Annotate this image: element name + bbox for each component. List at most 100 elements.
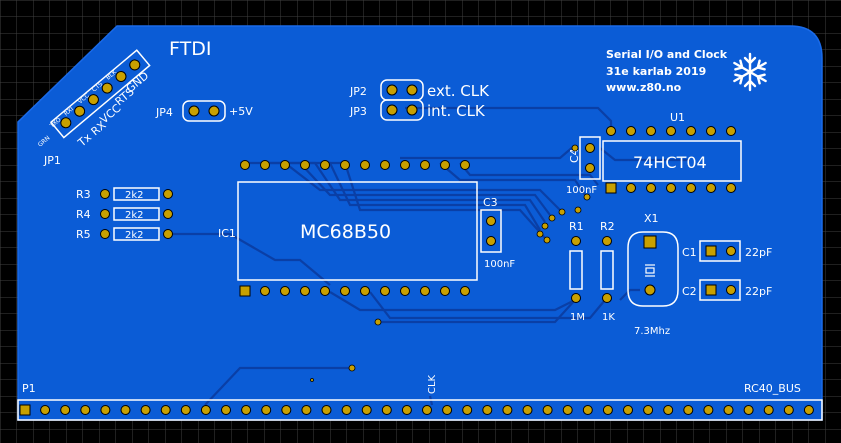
jp3-label: int. CLK [427, 102, 486, 120]
r3-resistor [100, 187, 173, 201]
r5-ref: R5 [76, 228, 91, 241]
pad [705, 245, 717, 257]
bus-pad [40, 405, 51, 415]
r2-resistor [600, 236, 614, 303]
jp1-outline [49, 49, 151, 139]
pad [240, 160, 250, 170]
bus-pad [200, 405, 211, 415]
bus-pad [221, 405, 231, 415]
pad [380, 286, 390, 296]
bus-pad [321, 405, 332, 415]
c4-outline [579, 136, 601, 180]
pad [440, 160, 450, 170]
pad [606, 126, 616, 136]
pad [666, 183, 676, 193]
c2-ref: C2 [682, 285, 697, 298]
pad [320, 160, 330, 170]
bus-pad [19, 404, 31, 416]
via [571, 144, 579, 152]
r5-body [113, 227, 160, 241]
jp4-label: +5V [229, 105, 253, 118]
pad [300, 286, 310, 296]
jp4-outline [182, 100, 226, 122]
pad [320, 286, 330, 296]
pad [440, 286, 450, 296]
bus-pad [120, 405, 131, 415]
r4-ref: R4 [76, 208, 91, 221]
x1-crystal [627, 231, 679, 307]
bus-pad [462, 405, 473, 415]
jp1-pads [60, 59, 141, 129]
bus-label: RC40_BUS [744, 382, 801, 395]
u1-outline [602, 140, 742, 182]
ic1-chip [237, 160, 478, 297]
pad [686, 126, 696, 136]
pad [626, 126, 636, 136]
bus-pad [140, 405, 151, 415]
pad [300, 160, 310, 170]
pad [460, 160, 470, 170]
bus-pad [482, 405, 493, 415]
pad [406, 84, 418, 96]
bus-pad [361, 405, 372, 415]
pad [406, 104, 418, 116]
p1-bus-header [17, 399, 823, 421]
jp2-ref: JP2 [349, 85, 367, 98]
pad [100, 209, 110, 219]
pad [571, 293, 581, 303]
vias [310, 144, 591, 382]
snowflake-icon [733, 52, 767, 92]
copper-traces [168, 106, 690, 406]
pad [726, 183, 736, 193]
pad [400, 286, 410, 296]
jp3-outline [380, 99, 424, 121]
c1-outline [699, 240, 741, 262]
x1-ref: X1 [644, 212, 659, 225]
via [543, 236, 551, 244]
bus-pad [623, 405, 633, 415]
via [583, 193, 591, 201]
via [536, 230, 544, 238]
jp3-header [380, 99, 424, 121]
x1-value: 7.3Mhz [634, 326, 670, 337]
bus-pad [241, 405, 252, 415]
jp2-label: ext. CLK [427, 82, 490, 100]
bus-pad [341, 405, 352, 415]
r5-resistor [100, 227, 173, 241]
pad [644, 284, 656, 296]
c3-ref: C3 [483, 196, 498, 209]
r3-value: 2k2 [125, 190, 144, 201]
pad [420, 160, 430, 170]
bus-pad [703, 405, 714, 415]
r1-value: 1M [570, 312, 585, 323]
r4-resistor [100, 207, 173, 221]
pad [87, 94, 99, 106]
via [541, 222, 549, 230]
pad [129, 59, 141, 71]
jp1-ftdi-header [49, 49, 151, 139]
pad [602, 293, 612, 303]
bus-pad [442, 405, 453, 415]
c3-outline [480, 209, 502, 253]
board-info-line-1: Serial I/O and Clock [606, 48, 728, 61]
bus-pad [522, 405, 533, 415]
bus-pad [100, 405, 111, 415]
bus-pad [562, 405, 573, 415]
pad [605, 182, 617, 194]
bus-pad [743, 405, 754, 415]
bus-pad [723, 405, 734, 415]
c1-value: 22pF [745, 246, 772, 259]
bus-pad [301, 405, 312, 415]
bus-pad [803, 405, 814, 415]
x1-outline [627, 231, 679, 307]
r2-value: 1K [602, 312, 615, 323]
pad [420, 286, 430, 296]
r5-value: 2k2 [125, 230, 144, 241]
bus-pad [542, 405, 553, 415]
pad [585, 163, 595, 173]
jp4-header [182, 100, 226, 122]
r4-value: 2k2 [125, 210, 144, 221]
pad [726, 246, 736, 256]
c2-value: 22pF [745, 285, 772, 298]
pad [280, 286, 290, 296]
